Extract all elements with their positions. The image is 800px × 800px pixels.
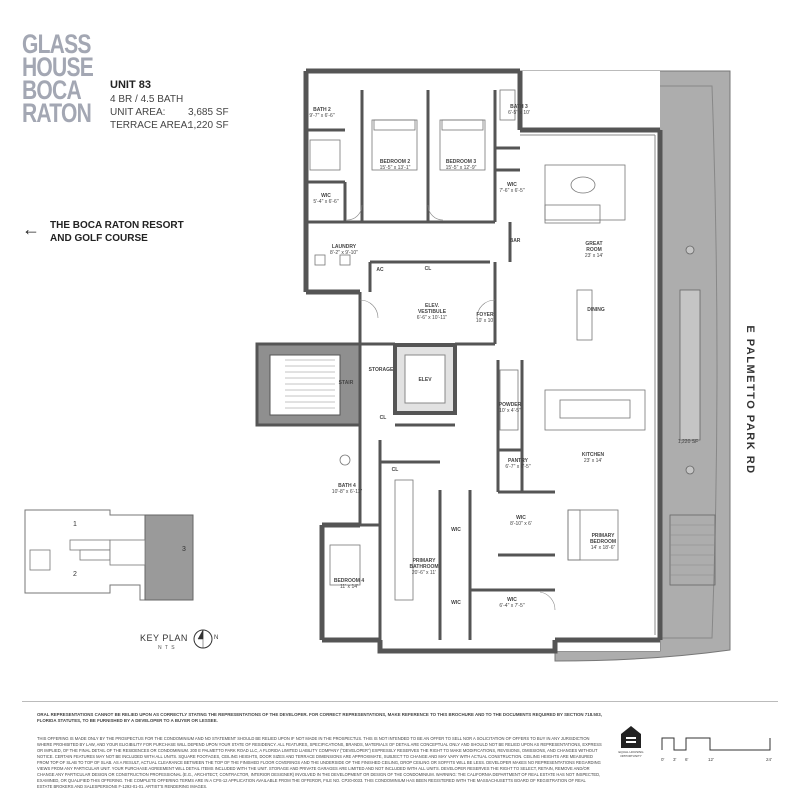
floor-plan <box>255 68 731 662</box>
scale-bar <box>661 737 771 751</box>
room-cl-c: CL <box>391 467 399 473</box>
key-plan-unit-1: 1 <box>73 521 77 528</box>
room-elev: ELEV <box>418 377 432 383</box>
room-cl-b: CL <box>379 415 387 421</box>
room-ac: AC <box>376 267 384 273</box>
room-dining: DINING <box>587 307 605 313</box>
divider <box>22 701 778 702</box>
key-plan-unit-2: 2 <box>73 571 77 578</box>
room-terrace: 1,220 SF <box>677 439 699 445</box>
scale-tick-24: 24' <box>766 757 772 762</box>
unit-title: UNIT 83 <box>110 79 151 91</box>
terrace-area-value: 1,220 SF <box>188 120 229 131</box>
key-plan-diagram <box>24 509 194 601</box>
disclaimer-fine: THIS OFFERING IS MADE ONLY BY THE PROSPE… <box>37 736 602 789</box>
terrace-area-label: TERRACE AREA: <box>110 120 191 131</box>
street-label: E PALMETTO PARK RD <box>744 325 756 475</box>
logo-line-4: RATON <box>22 98 92 128</box>
north-label: N <box>214 635 219 641</box>
disclaimer-bold: ORAL REPRESENTATIONS CANNOT BE RELIED UP… <box>37 712 602 723</box>
north-arrow-icon <box>193 629 213 649</box>
logo-line-1: GLASS <box>22 29 91 59</box>
equal-housing-text: EQUAL HOUSING OPPORTUNITY <box>618 750 644 758</box>
key-plan-unit-3: 3 <box>182 546 186 553</box>
scale-tick-6: 6' <box>685 757 689 762</box>
logo-line-3: BOCA <box>22 75 82 105</box>
arrow-left-icon: ← <box>22 219 40 239</box>
scale-tick-12: 12' <box>708 757 714 762</box>
logo-line-2: HOUSE <box>22 52 94 82</box>
room-wic-c: WIC <box>451 527 461 533</box>
room-bar: BAR <box>509 238 521 244</box>
key-plan-nts: N T S <box>158 645 176 651</box>
unit-area-label: UNIT AREA: <box>110 107 166 118</box>
equal-housing-icon <box>621 726 641 748</box>
scale-tick-3: 3' <box>673 757 677 762</box>
resort-line-1: THE BOCA RATON RESORT <box>50 220 184 231</box>
key-plan-label: KEY PLAN <box>140 633 188 643</box>
room-cl-a: CL <box>424 266 432 272</box>
room-storage: STORAGE <box>368 367 394 373</box>
scale-tick-0: 0' <box>661 757 665 762</box>
unit-beds-baths: 4 BR / 4.5 BATH <box>110 94 184 105</box>
resort-line-2: AND GOLF COURSE <box>50 233 148 244</box>
unit-area-value: 3,685 SF <box>188 107 229 118</box>
room-wic-e: WIC <box>451 600 461 606</box>
room-stair: STAIR <box>338 380 354 386</box>
